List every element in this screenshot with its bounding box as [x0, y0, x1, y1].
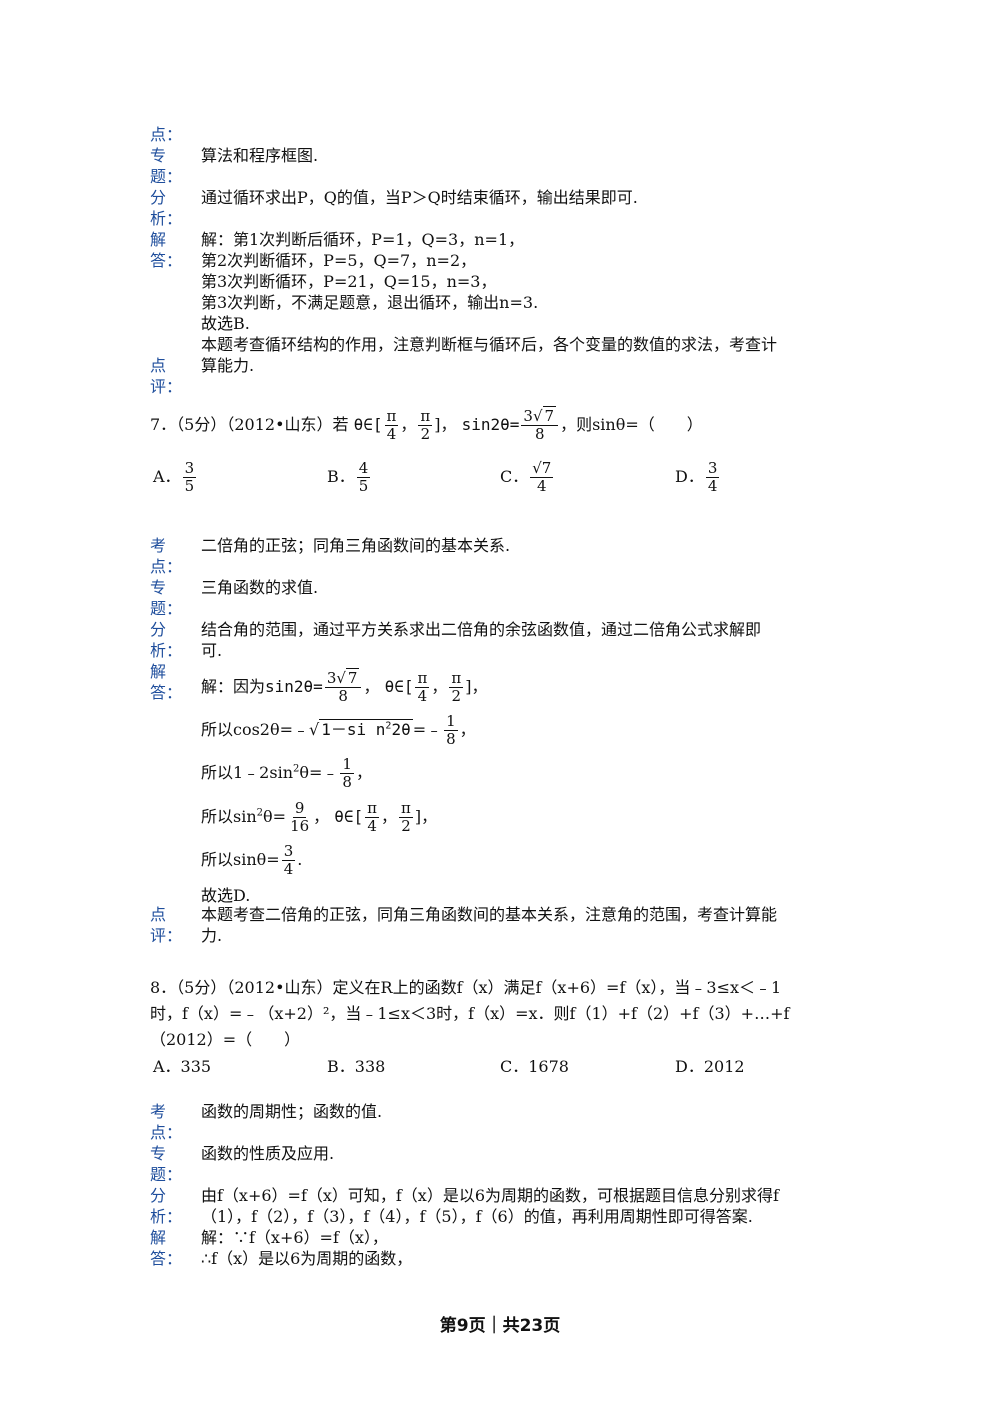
- comment-line: 算能力.: [201, 356, 255, 375]
- solution-line: 解：∵f（x+6）=f（x），: [201, 1228, 388, 1247]
- content-column: 算法和程序框图. 通过循环求出P，Q的值，当P＞Q时结束循环，输出结果即可. 解…: [201, 145, 841, 376]
- comment-line: 力.: [201, 926, 223, 945]
- topic-text: 算法和程序框图.: [201, 146, 319, 165]
- option-d[interactable]: D．2012: [675, 1057, 745, 1076]
- comment-line: 本题考查循环结构的作用，注意判断框与循环后，各个变量的数值的求法，考查计: [201, 335, 778, 354]
- comment-line: 本题考查二倍角的正弦，同角三角函数间的基本关系，注意角的范围，考查计算能: [201, 905, 778, 924]
- topic-text: 三角函数的求值.: [201, 578, 319, 597]
- solution-line: 第3次判断循环，P=21，Q=15，n=3，: [201, 272, 497, 291]
- option-a[interactable]: A．335: [153, 1057, 212, 1076]
- analysis-text: （1），f（2），f（3），f（4），f（5），f（6）的值，再利用周期性即可得…: [201, 1207, 753, 1226]
- solution-line: ∴f（x）是以6为周期的函数，: [201, 1249, 413, 1268]
- analysis-text: 结合角的范围，通过平方关系求出二倍角的余弦函数值，通过二倍角公式求解即: [201, 620, 762, 639]
- point-text: 二倍角的正弦；同角三角函数间的基本关系.: [201, 536, 511, 555]
- label-column: 点： 专 题： 分 析： 解 答： 点 评：: [150, 125, 183, 396]
- page-footer: 第9页｜共23页: [439, 1316, 561, 1336]
- analysis-text: 由f（x+6）=f（x）可知，f（x）是以6为周期的函数，可根据题目信息分别求得…: [201, 1186, 779, 1205]
- analysis-text: 通过循环求出P，Q的值，当P＞Q时结束循环，输出结果即可.: [201, 188, 638, 207]
- point-text: 函数的周期性；函数的值.: [201, 1102, 383, 1121]
- analysis-text: 可.: [201, 641, 223, 660]
- question-8-stem: 8．（5分）（2012•山东）定义在R上的函数f（x）满足f（x+6）=f（x）…: [150, 978, 790, 1049]
- option-c[interactable]: C．1678: [500, 1057, 569, 1076]
- option-b[interactable]: B．338: [327, 1057, 386, 1076]
- solution-line: 解：第1次判断后循环，P=1，Q=3，n=1，: [201, 230, 525, 249]
- solution-line: 第3次判断，不满足题意，退出循环，输出n=3.: [201, 293, 539, 312]
- topic-text: 函数的性质及应用.: [201, 1144, 335, 1163]
- label-column: 考 点： 专 题： 分 析： 解 答：: [150, 536, 183, 702]
- solution-line: 故选B.: [201, 314, 250, 333]
- solution-line: 第2次判断循环，P=5，Q=7，n=2，: [201, 251, 477, 270]
- q7-solution-6: 故选D.: [201, 886, 251, 905]
